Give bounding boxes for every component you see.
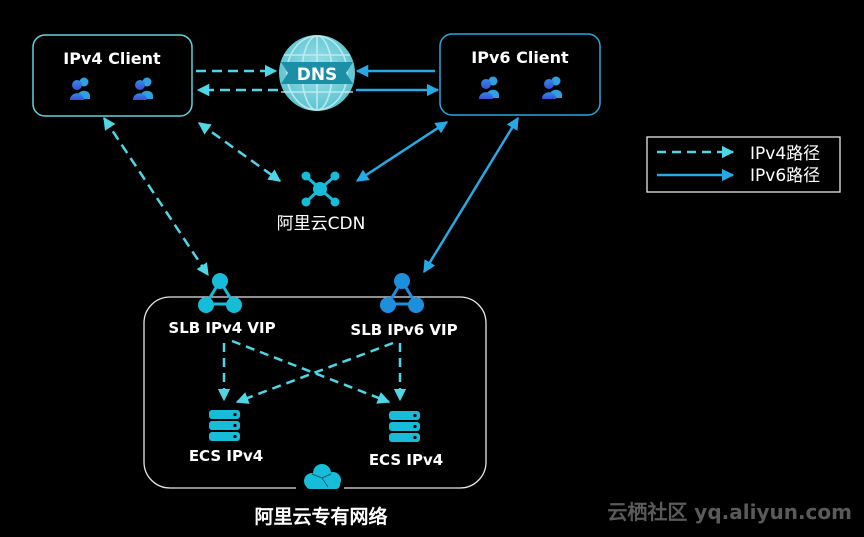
user-group-icon [133,77,153,100]
slb-ipv6-label: SLB IPv6 VIP [350,321,457,339]
dns-label: DNS [297,65,338,85]
network-hub-icon [301,171,340,207]
legend-box [646,136,841,193]
server-icon [389,411,420,442]
ipv6-client-label: IPv6 Client [471,48,569,67]
ipv4-client-label: IPv4 Client [63,49,161,68]
ecs-2-label: ECS IPv4 [369,451,443,469]
ipv6-client-node[interactable]: IPv6 Client [439,33,601,116]
ipv4-client-box [32,34,193,117]
edge-ipv4client-slbipv4 [102,116,210,277]
vpc-label: 阿里云专有网络 [254,505,387,528]
ipv4-client-node[interactable]: IPv4 Client [32,34,193,117]
ecs-1-label: ECS IPv4 [189,447,263,465]
slb-ipv4-node[interactable]: SLB IPv4 VIP [168,273,276,337]
load-balancer-icon [380,273,424,313]
cloud-icon [296,464,344,492]
user-group-icon [479,76,499,99]
watermark: 云栖社区 yq.aliyun.com [607,500,852,524]
edge-slbipv4-ecs2 [231,339,391,404]
cdn-node[interactable]: 阿里云CDN [277,171,366,235]
ecs-1-node[interactable]: ECS IPv4 [189,410,263,465]
edge-ipv6client-cdn [355,120,449,183]
edge-ipv6client-slbipv6 [422,116,520,274]
user-group-icon [70,77,90,100]
edge-ipv4client-cdn [197,121,282,183]
slb-ipv6-node[interactable]: SLB IPv6 VIP [350,273,458,339]
load-balancer-icon [198,273,242,313]
server-icon [209,410,240,441]
legend-label-ipv6: IPv6路径 [750,166,820,186]
edges [102,64,520,404]
ecs-2-node[interactable]: ECS IPv4 [369,411,443,469]
legend-item-ipv6: IPv6路径 [657,166,820,186]
ipv6-client-box [439,33,601,116]
legend-label-ipv4: IPv4路径 [750,144,820,164]
user-group-icon [542,76,562,99]
globe-icon [279,35,355,111]
cdn-label: 阿里云CDN [277,214,366,234]
legend: IPv4路径 IPv6路径 [646,136,841,193]
legend-item-ipv4: IPv4路径 [657,144,820,164]
vpc-container: 阿里云专有网络 [143,296,487,528]
slb-ipv4-label: SLB IPv4 VIP [168,319,275,337]
edge-slbipv6-ecs1 [235,341,394,404]
dns-node[interactable]: DNS [279,35,355,111]
